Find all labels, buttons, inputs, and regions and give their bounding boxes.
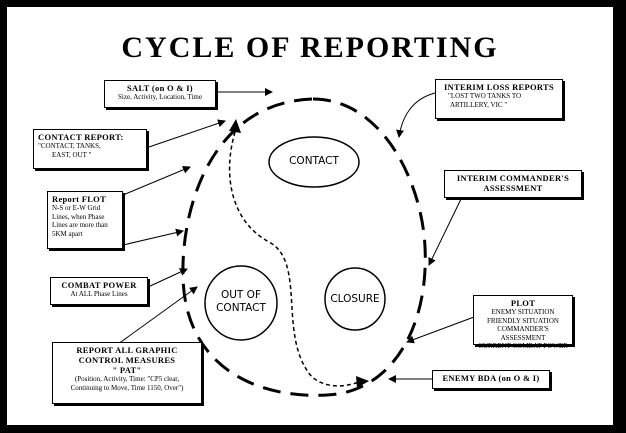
graphic-heading2: CONTROL MEASURES: [78, 355, 176, 365]
plot-line4: CURRENT COMBAT POWER: [478, 342, 568, 350]
contact-report-box: CONTACT REPORT: "CONTACT, TANKS, EAST, O…: [33, 129, 147, 169]
report-flot-box: Report FLOT N-S or E-W Grid Lines, when …: [47, 191, 123, 249]
inner-arrowhead-bottom: [356, 376, 369, 388]
salt-box: SALT (on O & I) Size, Activity, Location…: [104, 80, 216, 108]
combat-power-box: COMBAT POWER At ALL Phase Lines: [50, 277, 148, 305]
contact-report-arrow: [148, 119, 226, 148]
graphic-heading3: " PAT": [112, 365, 142, 375]
closure-label: CLOSURE: [330, 293, 380, 305]
plot-arrow: [406, 316, 475, 344]
graphic-body1: (Position, Activity, Time: "CP5 clear,: [74, 375, 180, 383]
graphic-heading1: REPORT ALL GRAPHIC: [76, 345, 178, 355]
report-flot-line4: 5KM apart: [52, 229, 83, 238]
plot-line3: COMMANDER'S ASSESSMENT: [497, 325, 549, 342]
report-flot-arrow-2: [122, 228, 184, 246]
out-of-contact-line2: CONTACT: [216, 302, 266, 314]
graphic-arrow: [106, 286, 198, 353]
salt-body: Size, Activity, Location, Time: [118, 93, 202, 101]
interim-loss-box: INTERIM LOSS REPORTS "LOST TWO TANKS TO …: [435, 79, 563, 119]
report-flot-line3: Lines are more than: [52, 221, 108, 229]
interim-loss-line2: ARTILLERY, VIC ": [450, 100, 508, 109]
interim-cdr-arrow: [428, 196, 463, 266]
plot-line2: FRIENDLY SITUATION: [487, 316, 559, 325]
report-flot-line2: Lines, when Phase: [52, 212, 105, 221]
interim-cdr-heading1: INTERIM COMMANDER'S: [456, 173, 570, 183]
closure-oval: [324, 267, 386, 331]
combat-power-heading: COMBAT POWER: [61, 280, 137, 290]
interim-loss-line1: "LOST TWO TANKS TO: [448, 92, 522, 100]
contact-label: CONTACT: [289, 155, 339, 167]
interim-loss-arrow: [396, 92, 436, 138]
graphic-control-box: REPORT ALL GRAPHIC CONTROL MEASURES " PA…: [52, 342, 202, 404]
inner-path: [228, 131, 360, 387]
salt-heading: SALT (on O & I): [127, 83, 193, 93]
plot-box: PLOT ENEMY SITUATION FRIENDLY SITUATION …: [473, 295, 573, 350]
graphic-body2: Continuing to Move, Time 1150, Over"): [70, 383, 184, 392]
report-flot-line1: N-S or E-W Grid: [52, 204, 101, 212]
plot-heading: PLOT: [510, 298, 536, 308]
inner-arrowhead-top: [229, 119, 241, 133]
out-of-contact-line1: OUT OF: [220, 289, 261, 301]
combat-power-body: At ALL Phase Lines: [70, 290, 128, 298]
diagram-title: CYCLE OF REPORTING: [121, 31, 499, 64]
contact-report-heading: CONTACT REPORT:: [38, 132, 124, 142]
combat-power-arrow: [147, 268, 188, 288]
interim-cdr-heading2: ASSESSMENT: [483, 183, 543, 193]
cycle-loop: [181, 97, 427, 397]
cycle-diagram: [106, 88, 475, 397]
interim-loss-heading: INTERIM LOSS REPORTS: [443, 82, 555, 92]
enemy-bda-box: ENEMY BDA (on O & I): [432, 370, 550, 389]
contact-report-line1: "CONTACT, TANKS,: [38, 142, 101, 150]
contact-oval: [268, 136, 360, 188]
contact-report-line2: EAST, OUT ": [52, 150, 92, 159]
slide: CYCLE OF REPORTING CONTACT OUT OF CO: [7, 7, 613, 425]
report-flot-arrow: [122, 166, 191, 196]
out-of-contact-oval: [204, 265, 278, 341]
interim-cdr-box: INTERIM COMMANDER'S ASSESSMENT: [444, 170, 582, 198]
report-flot-heading: Report FLOT: [52, 194, 107, 204]
enemy-bda-heading: ENEMY BDA (on O & I): [442, 373, 540, 383]
plot-line1: ENEMY SITUATION: [491, 308, 555, 316]
out-of-contact-label: OUT OF CONTACT: [206, 289, 276, 315]
